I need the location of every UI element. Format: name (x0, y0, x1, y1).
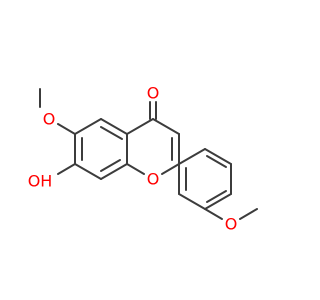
bond-c5-c6 (74, 118, 102, 135)
bond-c1prime-c2prime (204, 148, 232, 165)
bond-o1-c8a (126, 163, 145, 175)
molecule-structure-diagram: O O O OH O (28, 84, 258, 234)
bond-c4prime-c5prime (178, 193, 206, 210)
bond-c3prime-c4prime (204, 193, 232, 210)
bond-c3prime-c4prime-inner (206, 190, 227, 203)
methoxy-oxygen-6-label: O (43, 110, 56, 129)
bond-c4a-c4 (126, 118, 154, 135)
ring-oxygen-label: O (147, 170, 160, 189)
bond-c4a-c5 (100, 118, 128, 135)
carbonyl-oxygen-label: O (147, 84, 160, 103)
bond-c7-oh (57, 163, 76, 175)
bond-c2-c1prime (178, 148, 206, 165)
bond-c4a-c5-inner (100, 126, 123, 140)
hydroxyl-label: OH (28, 172, 53, 191)
bond-c7-c8 (74, 163, 102, 180)
bond-c1prime-c2prime-inner (206, 155, 227, 168)
bond-c4prime-o-methoxy (204, 208, 223, 220)
bonds-layer (39, 88, 258, 220)
bond-c8-c8a-inner (100, 159, 121, 172)
bond-c6-o-methoxy (57, 123, 76, 135)
atom-labels-layer: O O O OH O (28, 84, 238, 234)
bond-o-methyl-4prime (239, 208, 258, 220)
methoxy-oxygen-4prime-label: O (225, 215, 238, 234)
bond-c8-c8a (100, 163, 128, 180)
bond-c4-c3 (152, 118, 180, 135)
bond-c2-o1 (161, 163, 180, 175)
